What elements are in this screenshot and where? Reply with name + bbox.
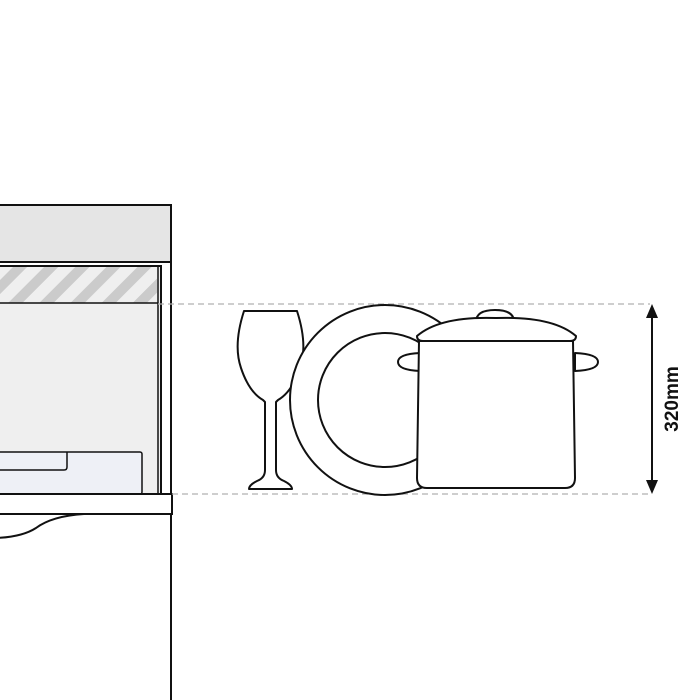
arrow-up-icon xyxy=(646,304,658,318)
dishwasher-section xyxy=(0,204,173,700)
control-panel xyxy=(0,204,172,263)
door-handle xyxy=(0,513,85,539)
hatched-zone xyxy=(0,267,157,303)
dimension-label: 320mm xyxy=(662,366,683,432)
stock-pot-icon xyxy=(397,309,599,489)
cavity-floor xyxy=(0,493,173,515)
reference-lines xyxy=(158,303,650,495)
basket xyxy=(0,451,143,495)
height-dimension: 320mm xyxy=(646,304,683,494)
arrow-down-icon xyxy=(646,480,658,494)
